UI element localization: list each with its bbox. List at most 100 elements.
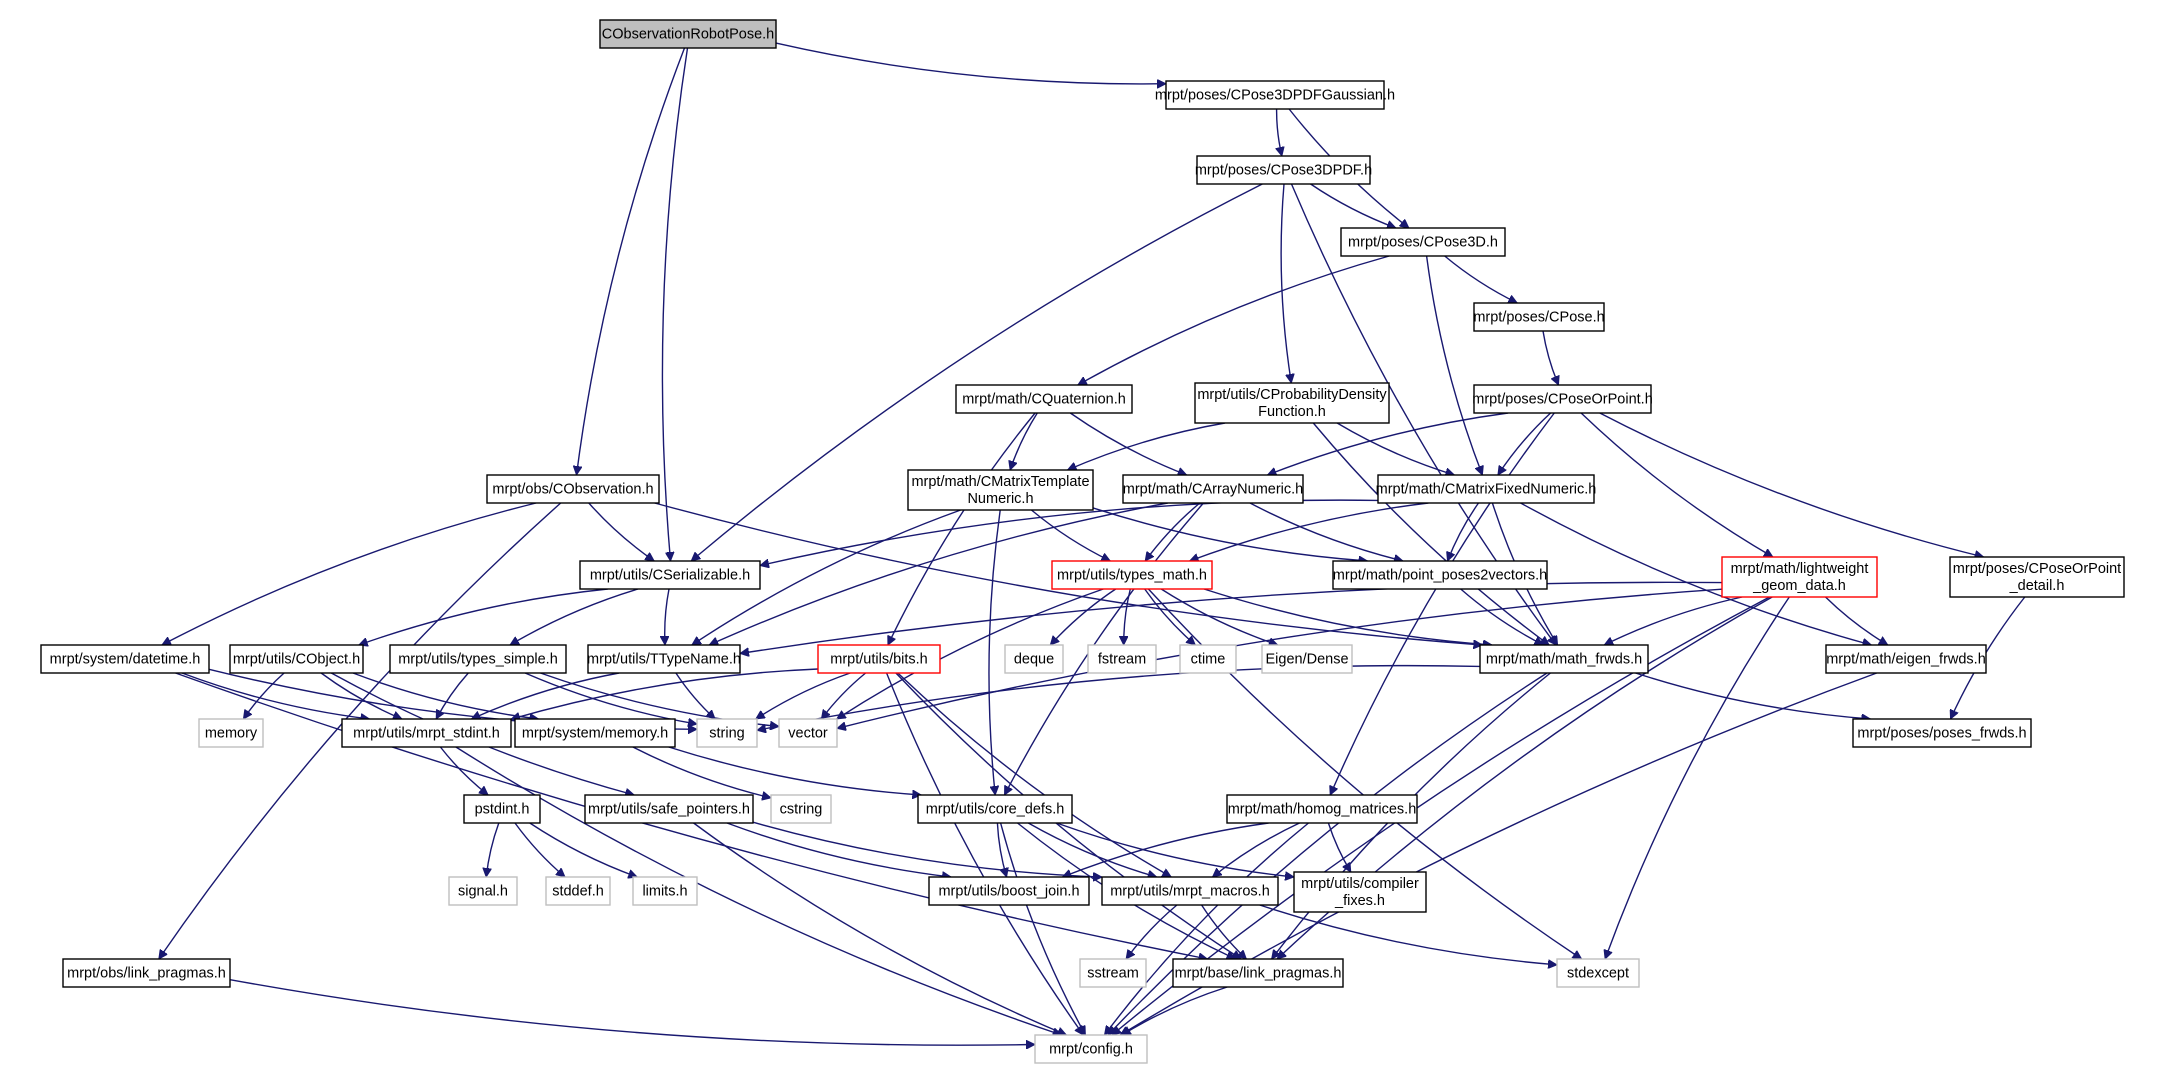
node-quaternion[interactable]: mrpt/math/CQuaternion.h: [955, 384, 1133, 414]
node-bits[interactable]: mrpt/utils/bits.h: [817, 644, 941, 674]
edge-serializable-to-ttypename: [665, 588, 670, 645]
node-label-boostjoin: mrpt/utils/boost_join.h: [938, 884, 1079, 900]
node-poseorpointdetail[interactable]: mrpt/poses/CPoseOrPoint_detail.h: [1949, 556, 2125, 598]
edge-pose-to-poseorpoint: [1542, 330, 1559, 385]
node-box-compilerfixes: [1293, 871, 1427, 913]
node-safepointers[interactable]: mrpt/utils/safe_pointers.h: [584, 794, 754, 824]
node-sysmemory[interactable]: mrpt/system/memory.h: [514, 718, 676, 748]
node-box-datetime: [40, 644, 210, 674]
edge-mtxfixed-to-point2vec: [1448, 502, 1480, 561]
node-deque[interactable]: deque: [1004, 644, 1064, 674]
node-memory[interactable]: memory: [198, 718, 264, 748]
node-label-mtxtemplate-line1: mrpt/math/CMatrixTemplate: [911, 474, 1089, 490]
node-box-eigendense: [1261, 644, 1353, 674]
node-posesfrwds[interactable]: mrpt/poses/poses_frwds.h: [1852, 718, 2032, 748]
node-limits[interactable]: limits.h: [632, 876, 698, 906]
node-mrptstdint[interactable]: mrpt/utils/mrpt_stdint.h: [341, 718, 512, 748]
node-label-safepointers: mrpt/utils/safe_pointers.h: [588, 802, 750, 818]
node-box-quaternion: [955, 384, 1133, 414]
edge-mtxtemplate-to-ttypename: [692, 509, 961, 646]
node-box-pose3d: [1340, 227, 1506, 257]
node-obslinkpragmas[interactable]: mrpt/obs/link_pragmas.h: [62, 958, 231, 988]
edge-homog-to-mrptmacros: [1213, 822, 1300, 877]
node-mathfrwds[interactable]: mrpt/math/math_frwds.h: [1479, 644, 1649, 674]
edge-baselinkpragmas-to-config: [1122, 986, 1228, 1036]
node-pstdint[interactable]: pstdint.h: [463, 794, 541, 824]
node-fstream[interactable]: fstream: [1087, 644, 1157, 674]
edge-arraynumeric-to-coredefs: [1003, 502, 1205, 795]
node-box-arraynumeric: [1122, 474, 1304, 504]
node-pose[interactable]: mrpt/poses/CPose.h: [1473, 302, 1605, 332]
node-pose3dpdf[interactable]: mrpt/poses/CPose3DPDF.h: [1195, 155, 1372, 185]
node-box-obslinkpragmas: [62, 958, 231, 988]
node-ctime[interactable]: ctime: [1179, 644, 1237, 674]
edge-arraynumeric-to-typesmath: [1145, 502, 1201, 561]
node-mtxfixed[interactable]: mrpt/math/CMatrixFixedNumeric.h: [1376, 474, 1597, 504]
node-pose3d[interactable]: mrpt/poses/CPose3D.h: [1340, 227, 1506, 257]
node-cobject[interactable]: mrpt/utils/CObject.h: [229, 644, 364, 674]
node-typesmath[interactable]: mrpt/utils/types_math.h: [1051, 560, 1213, 590]
node-eigenfrwds[interactable]: mrpt/math/eigen_frwds.h: [1825, 644, 1987, 674]
node-typessimple[interactable]: mrpt/utils/types_simple.h: [389, 644, 567, 674]
node-stdexcept[interactable]: stdexcept: [1556, 958, 1640, 988]
node-box-stdexcept: [1556, 958, 1640, 988]
node-box-config: [1034, 1034, 1148, 1064]
node-config[interactable]: mrpt/config.h: [1034, 1034, 1148, 1064]
node-signal[interactable]: signal.h: [448, 876, 518, 906]
node-sstream[interactable]: sstream: [1079, 958, 1147, 988]
node-label-string: string: [709, 726, 744, 742]
node-cstring[interactable]: cstring: [770, 794, 832, 824]
node-pose3dpdfgauss[interactable]: mrpt/poses/CPose3DPDFGaussian.h: [1155, 80, 1395, 110]
edge-datetime-to-baselinkpragmas: [175, 672, 1208, 959]
node-box-eigenfrwds: [1825, 644, 1987, 674]
node-arraynumeric[interactable]: mrpt/math/CArrayNumeric.h: [1122, 474, 1304, 504]
node-poseorpoint[interactable]: mrpt/poses/CPoseOrPoint.h: [1472, 384, 1653, 414]
node-compilerfixes[interactable]: mrpt/utils/compiler_fixes.h: [1293, 871, 1427, 913]
node-mrptmacros[interactable]: mrpt/utils/mrpt_macros.h: [1101, 876, 1279, 906]
edge-bits-to-string: [756, 672, 851, 720]
node-boostjoin[interactable]: mrpt/utils/boost_join.h: [928, 876, 1090, 906]
node-ttypename[interactable]: mrpt/utils/TTypeName.h: [587, 644, 741, 674]
edge-poseorpoint-to-lightweight: [1580, 412, 1773, 558]
node-label-datetime: mrpt/system/datetime.h: [50, 652, 201, 668]
edge-serializable-to-cobject: [359, 588, 608, 645]
edge-robotpose-to-serializable: [661, 47, 689, 561]
node-label-typesmath: mrpt/utils/types_math.h: [1057, 568, 1207, 584]
edge-quaternion-to-arraynumeric: [1069, 412, 1186, 475]
node-eigendense[interactable]: Eigen/Dense: [1261, 644, 1353, 674]
edge-homog-to-boostjoin: [1062, 822, 1269, 877]
node-label-fstream: fstream: [1098, 652, 1146, 668]
node-observation[interactable]: mrpt/obs/CObservation.h: [486, 474, 660, 504]
node-label-deque: deque: [1014, 652, 1054, 668]
node-label-pose3d: mrpt/poses/CPose3D.h: [1348, 235, 1498, 251]
node-label-mrptmacros: mrpt/utils/mrpt_macros.h: [1110, 884, 1270, 900]
node-box-fstream: [1087, 644, 1157, 674]
node-label-stddef: stddef.h: [552, 884, 604, 900]
node-box-posesfrwds: [1852, 718, 2032, 748]
node-robotpose[interactable]: CObservationRobotPose.h: [599, 19, 777, 49]
node-point2vec[interactable]: mrpt/math/point_poses2vectors.h: [1332, 560, 1548, 590]
node-homog[interactable]: mrpt/math/homog_matrices.h: [1226, 794, 1418, 824]
node-baselinkpragmas[interactable]: mrpt/base/link_pragmas.h: [1172, 958, 1344, 988]
node-datetime[interactable]: mrpt/system/datetime.h: [40, 644, 210, 674]
node-label-bits: mrpt/utils/bits.h: [830, 652, 928, 668]
node-stddef[interactable]: stddef.h: [545, 876, 611, 906]
edge-quaternion-to-mtxtemplate: [1010, 412, 1038, 470]
edge-observation-to-serializable: [588, 502, 654, 562]
node-box-signal: [448, 876, 518, 906]
node-label-point2vec: mrpt/math/point_poses2vectors.h: [1333, 568, 1547, 584]
node-vector[interactable]: vector: [778, 718, 838, 748]
edge-layer: [158, 42, 2026, 1045]
node-label-obslinkpragmas: mrpt/obs/link_pragmas.h: [67, 966, 226, 982]
edge-safepointers-to-boostjoin: [726, 822, 951, 877]
edge-observation-to-mathfrwds: [654, 502, 1483, 645]
node-coredefs[interactable]: mrpt/utils/core_defs.h: [917, 794, 1073, 824]
node-label-pose3dpdf: mrpt/poses/CPose3DPDF.h: [1195, 163, 1372, 179]
node-lightweight[interactable]: mrpt/math/lightweight_geom_data.h: [1721, 556, 1878, 598]
node-string[interactable]: string: [696, 718, 758, 748]
node-label-poseorpointdetail-line2: _detail.h: [2009, 578, 2065, 594]
node-serializable[interactable]: mrpt/utils/CSerializable.h: [579, 560, 761, 590]
edge-robotpose-to-pose3dpdfgauss: [775, 42, 1166, 84]
